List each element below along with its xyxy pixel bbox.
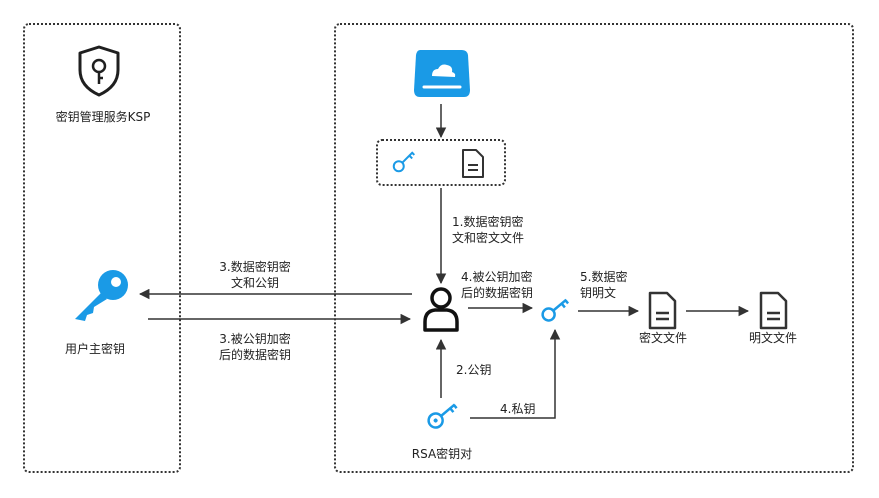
master-key-label: 用户主密钥 xyxy=(64,342,125,356)
cloud-storage-icon xyxy=(414,50,470,97)
master-key-icon xyxy=(75,270,128,321)
rsa-key-icon xyxy=(427,403,458,429)
step-1-label: 1.数据密钥密 文和密文文件 xyxy=(452,215,525,245)
user-icon xyxy=(423,287,459,332)
arrow-rsa-private-key xyxy=(470,328,561,419)
rsa-pair-label: RSA密钥对 xyxy=(411,447,473,461)
document-icon xyxy=(462,149,484,178)
step-4a-label: 4.被公钥加密 后的数据密钥 xyxy=(461,270,534,300)
step-5-label: 5.数据密 钥明文 xyxy=(580,270,628,300)
ksp-panel xyxy=(23,23,181,473)
shield-key-icon xyxy=(78,45,120,97)
decrypt-key-icon xyxy=(541,298,570,322)
key-icon xyxy=(392,151,416,173)
cipher-file-icon xyxy=(648,291,677,330)
step-2-label: 2.公钥 xyxy=(456,363,492,377)
step-3a-label: 3.数据密钥密 文和公钥 xyxy=(219,260,291,290)
step-3b-label: 3.被公钥加密 后的数据密钥 xyxy=(218,332,291,362)
cipher-file-label: 密文文件 xyxy=(638,331,687,345)
ksp-title: 密钥管理服务KSP xyxy=(55,110,151,124)
plain-file-icon xyxy=(759,291,788,330)
download-bundle-box xyxy=(376,139,506,186)
step-4b-label: 4.私钥 xyxy=(500,402,536,416)
user-side-panel xyxy=(334,23,854,473)
plain-file-label: 明文文件 xyxy=(748,331,797,345)
